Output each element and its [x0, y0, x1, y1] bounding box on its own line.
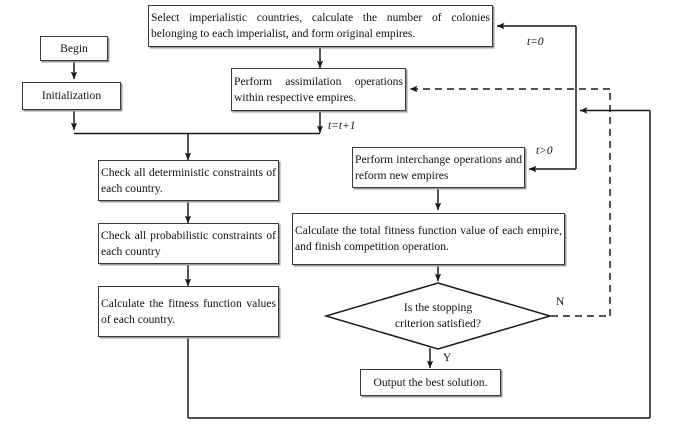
- node-calculate-fitness-label: Calculate the fitness function values of…: [101, 296, 276, 326]
- node-initialization[interactable]: Initialization: [22, 82, 121, 110]
- node-begin-label: Begin: [60, 41, 88, 55]
- node-calculate-fitness[interactable]: Calculate the fitness function values of…: [98, 286, 279, 337]
- node-stopping-criterion[interactable]: [323, 281, 553, 351]
- node-stopping-criterion-line1: Is the stopping: [403, 301, 473, 314]
- node-total-fitness-label: Calculate the total fitness function val…: [295, 224, 562, 253]
- node-initialization-label: Initialization: [41, 89, 102, 102]
- node-assimilation[interactable]: Perform assimilation operations within r…: [231, 68, 406, 111]
- node-total-fitness[interactable]: Calculate the total fitness function val…: [292, 213, 565, 265]
- edge-label-branch-no: N: [556, 296, 565, 308]
- node-select-empires[interactable]: Select imperialistic countries, calculat…: [148, 5, 493, 47]
- node-interchange-label: Perform interchange operations and refor…: [355, 152, 522, 182]
- node-assimilation-label: Perform assimilation operations within r…: [234, 74, 403, 104]
- node-check-deterministic[interactable]: Check all deterministic constraints of e…: [98, 160, 279, 201]
- edge-label-t-greater-zero: t>0: [536, 145, 553, 157]
- node-select-empires-label: Select imperialistic countries, calculat…: [151, 11, 490, 40]
- node-begin[interactable]: Begin: [40, 36, 108, 61]
- node-stopping-criterion-line2: criterion satisfied?: [395, 317, 481, 330]
- node-check-probabilistic-label: Check all probabilistic constraints of e…: [101, 228, 276, 258]
- node-check-deterministic-label: Check all deterministic constraints of e…: [101, 165, 276, 195]
- node-check-probabilistic[interactable]: Check all probabilistic constraints of e…: [98, 223, 279, 264]
- node-stopping-criterion-label: Is the stopping criterion satisfied?: [323, 300, 553, 332]
- edge-label-t-equals-zero: t=0: [527, 36, 544, 48]
- node-output-label: Output the best solution.: [373, 375, 488, 389]
- node-output[interactable]: Output the best solution.: [360, 369, 501, 396]
- edge-label-t-increment: t=t+1: [328, 120, 356, 132]
- edge-label-branch-yes: Y: [443, 352, 452, 364]
- node-interchange[interactable]: Perform interchange operations and refor…: [352, 147, 525, 188]
